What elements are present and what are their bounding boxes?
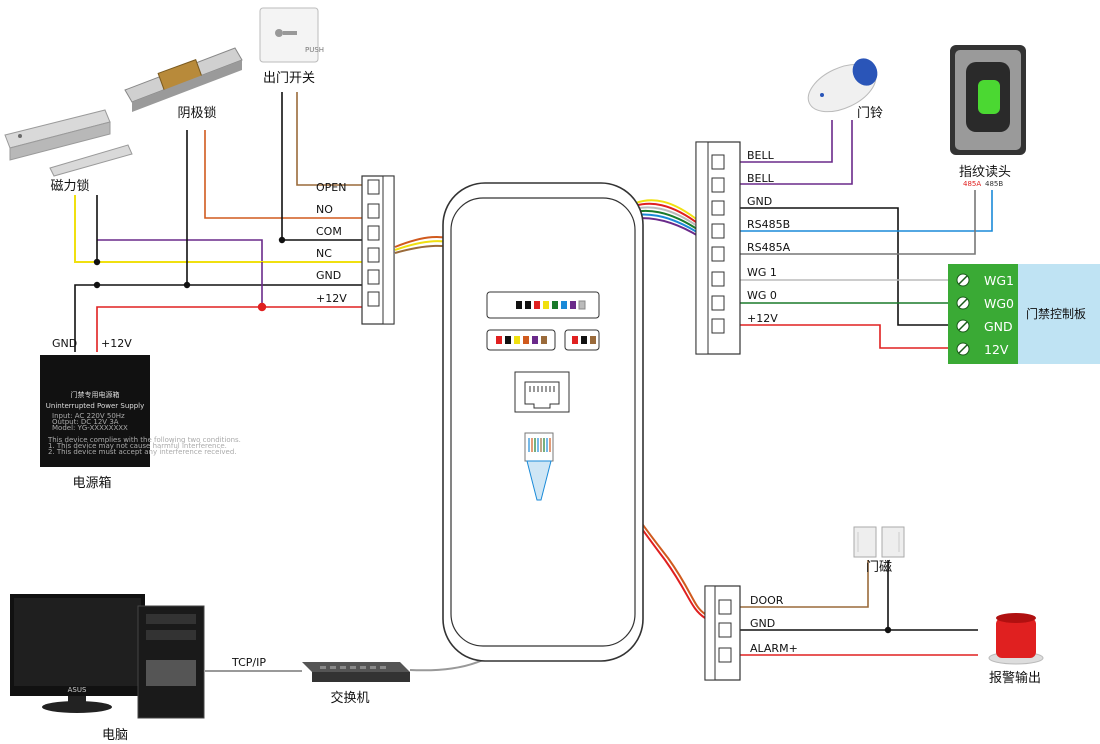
terminal-label-wg0: WG 0 <box>747 289 777 302</box>
power-box-title: 门禁专用电源箱 <box>71 390 120 399</box>
wire-bell-1 <box>740 120 833 163</box>
wire-gnd-bus <box>74 284 362 352</box>
power-box-line2: Output: DC 12V 3A <box>52 418 119 426</box>
fingerprint-label: 指纹读头 <box>959 165 1011 180</box>
power-box-label: 电源箱 <box>72 475 111 491</box>
exit-switch-image: PUSH <box>259 7 324 63</box>
door-sensor-image <box>853 526 905 558</box>
junction-dots <box>93 236 892 634</box>
maglock-label: 磁力锁 <box>50 178 89 194</box>
wire-open <box>296 92 362 186</box>
wire-bell-2 <box>740 120 853 185</box>
exit-switch-push-text: PUSH <box>305 46 324 54</box>
bottom-terminal-labels: DOOR GND ALARM+ <box>750 594 798 655</box>
switch-label: 交换机 <box>330 690 369 706</box>
fingerprint-reader-image <box>950 45 1026 155</box>
top-connector-pins <box>516 300 586 310</box>
terminal-label-12v-right: +12V <box>747 312 778 325</box>
fp-pin-485a: 485A <box>963 180 981 188</box>
left-connector-pins <box>496 336 547 344</box>
exit-switch-label: 出门开关 <box>263 71 315 86</box>
power-box-line3: Model: YG-XXXXXXXX <box>52 424 128 432</box>
right-connector-pins <box>572 336 596 344</box>
rj45-port <box>514 371 570 413</box>
strike-lock-image <box>124 47 243 112</box>
power-box-fine1: This device complies with the following … <box>47 436 241 444</box>
terminal-label-bell-1: BELL <box>747 149 775 162</box>
doorbell-label: 门铃 <box>857 106 883 121</box>
terminal-label-rs485b: RS485B <box>747 218 790 231</box>
wire-rs485b <box>740 190 993 232</box>
controller-terminal-gnd: GND <box>984 319 1013 334</box>
terminal-label-alarm: ALARM+ <box>750 642 798 655</box>
pc-image: ASUS <box>10 594 205 719</box>
power-12v-label: +12V <box>101 337 132 350</box>
terminal-label-open: OPEN <box>316 181 346 194</box>
maglock-image <box>4 109 133 177</box>
right-terminal-labels: BELL BELL GND RS485B RS485A WG 1 WG 0 +1… <box>747 149 791 325</box>
power-box-subtitle: Uninterrupted Power Supply <box>46 402 144 410</box>
controller-terminal-wg1: WG1 <box>984 273 1014 288</box>
power-box-line1: Input: AC 220V 50Hz <box>52 412 125 420</box>
terminal-label-bell-2: BELL <box>747 172 775 185</box>
power-box-fine2: 1. This device may not cause harmful int… <box>48 442 227 450</box>
terminal-label-nc: NC <box>316 247 332 260</box>
network-switch-image <box>302 662 410 682</box>
wire-no <box>204 130 362 219</box>
terminal-label-gnd-right: GND <box>747 195 772 208</box>
power-box-fine3: 2. This device must accept any interfere… <box>48 448 237 456</box>
tcpip-label: TCP/IP <box>231 656 266 669</box>
terminal-label-no: NO <box>316 203 333 216</box>
left-terminal-block <box>361 175 395 325</box>
alarm-label: 报警输出 <box>989 670 1041 686</box>
pc-label: 电脑 <box>102 728 128 743</box>
wire-rs485a <box>740 190 976 255</box>
left-terminal-labels: OPEN NO COM NC GND +12V <box>316 181 347 305</box>
wire-gnd-right <box>740 207 948 326</box>
doorbell-image <box>807 58 878 113</box>
wire-door <box>740 560 869 608</box>
controller-terminal-12v: 12V <box>984 342 1009 357</box>
terminal-label-door: DOOR <box>750 594 784 607</box>
terminal-label-wg1: WG 1 <box>747 266 777 279</box>
terminal-label-12v: +12V <box>316 292 347 305</box>
power-box-image: 门禁专用电源箱 Uninterrupted Power Supply Input… <box>40 355 241 467</box>
fp-pin-485b: 485B <box>985 180 1003 188</box>
terminal-label-rs485a: RS485A <box>747 241 791 254</box>
strike-lock-label: 阴极锁 <box>177 105 216 121</box>
pc-brand: ASUS <box>68 686 87 694</box>
power-gnd-label: GND <box>52 337 77 350</box>
terminal-label-gnd: GND <box>316 269 341 282</box>
terminal-label-com: COM <box>316 225 342 238</box>
right-terminal-block <box>695 141 741 355</box>
controller-terminal-wg0: WG0 <box>984 296 1014 311</box>
wire-12v-right <box>740 324 948 349</box>
rj45-plug <box>524 432 554 501</box>
access-control-panel <box>442 182 644 662</box>
controller-board: WG1 WG0 GND 12V 门禁控制板 <box>948 264 1100 364</box>
wire-12v-left <box>96 306 362 352</box>
controller-label: 门禁控制板 <box>1026 306 1086 321</box>
terminal-label-gnd-bottom: GND <box>750 617 775 630</box>
bottom-terminal-block <box>704 585 741 681</box>
wire-yellow <box>74 195 362 263</box>
door-sensor-label: 门磁 <box>866 560 892 575</box>
alarm-siren-image <box>988 613 1044 665</box>
